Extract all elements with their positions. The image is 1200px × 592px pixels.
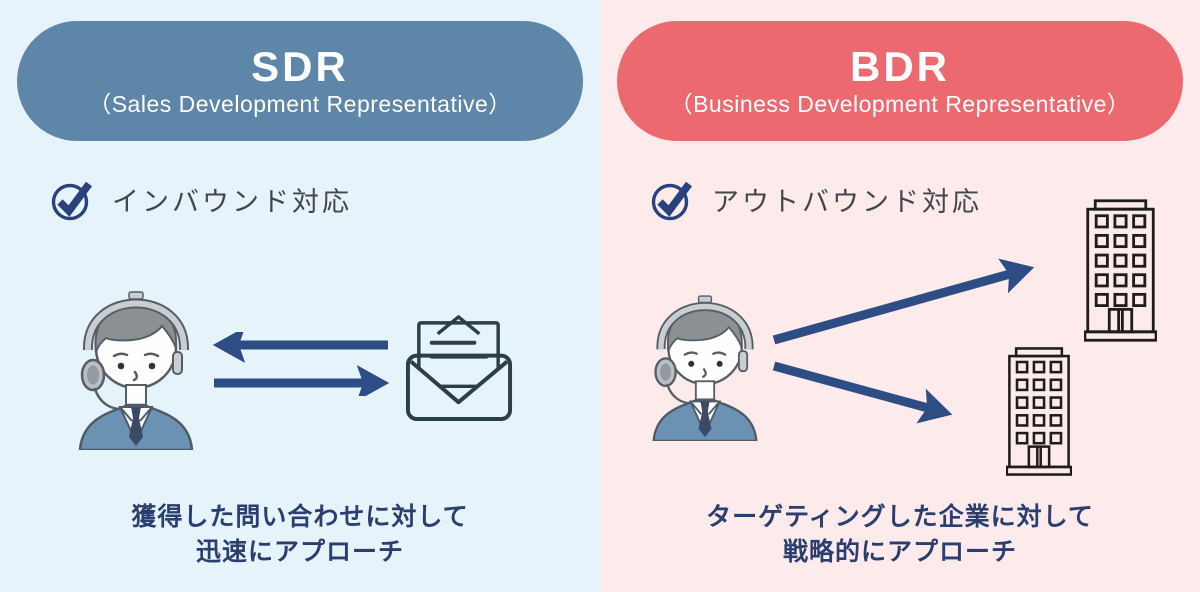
sdr-caption-line1: 獲得した問い合わせに対して	[131, 503, 469, 531]
sdr-feature-label: インバウンド対応	[112, 186, 352, 217]
sdr-caption: 獲得した問い合わせに対して 迅速にアプローチ	[0, 500, 600, 570]
office-building-icon	[1084, 199, 1157, 342]
check-circle-icon	[51, 181, 93, 221]
call-agent-with-headset-illustration	[652, 295, 758, 441]
sdr-panel: SDR （Sales Development Representative） イ…	[0, 0, 600, 592]
bdr-subtitle: （Business Development Representative）	[669, 91, 1131, 117]
bdr-caption-line2: 戦略的にアプローチ	[782, 538, 1017, 566]
bdr-title: BDR	[850, 43, 950, 90]
sdr-title: SDR	[251, 43, 349, 90]
open-envelope-icon	[405, 315, 513, 422]
bdr-header: BDR （Business Development Representative…	[617, 21, 1183, 141]
bdr-feature-label: アウトバウンド対応	[712, 186, 982, 217]
check-circle-icon	[651, 181, 693, 221]
sdr-header: SDR （Sales Development Representative）	[17, 21, 583, 141]
sdr-feature-row: インバウンド対応	[50, 176, 352, 222]
sdr-caption-line2: 迅速にアプローチ	[195, 538, 404, 566]
bdr-caption-line1: ターゲティングした企業に対して	[706, 503, 1094, 531]
bdr-caption: ターゲティングした企業に対して 戦略的にアプローチ	[600, 500, 1200, 570]
diverging-arrows-icon	[772, 258, 1035, 424]
sdr-subtitle: （Sales Development Representative）	[88, 91, 512, 117]
call-agent-with-headset-illustration	[78, 291, 194, 450]
two-way-arrows-icon	[212, 332, 390, 396]
bdr-panel: BDR （Business Development Representative…	[600, 0, 1200, 592]
bdr-feature-row: アウトバウンド対応	[650, 176, 982, 222]
office-building-icon	[1006, 347, 1072, 476]
